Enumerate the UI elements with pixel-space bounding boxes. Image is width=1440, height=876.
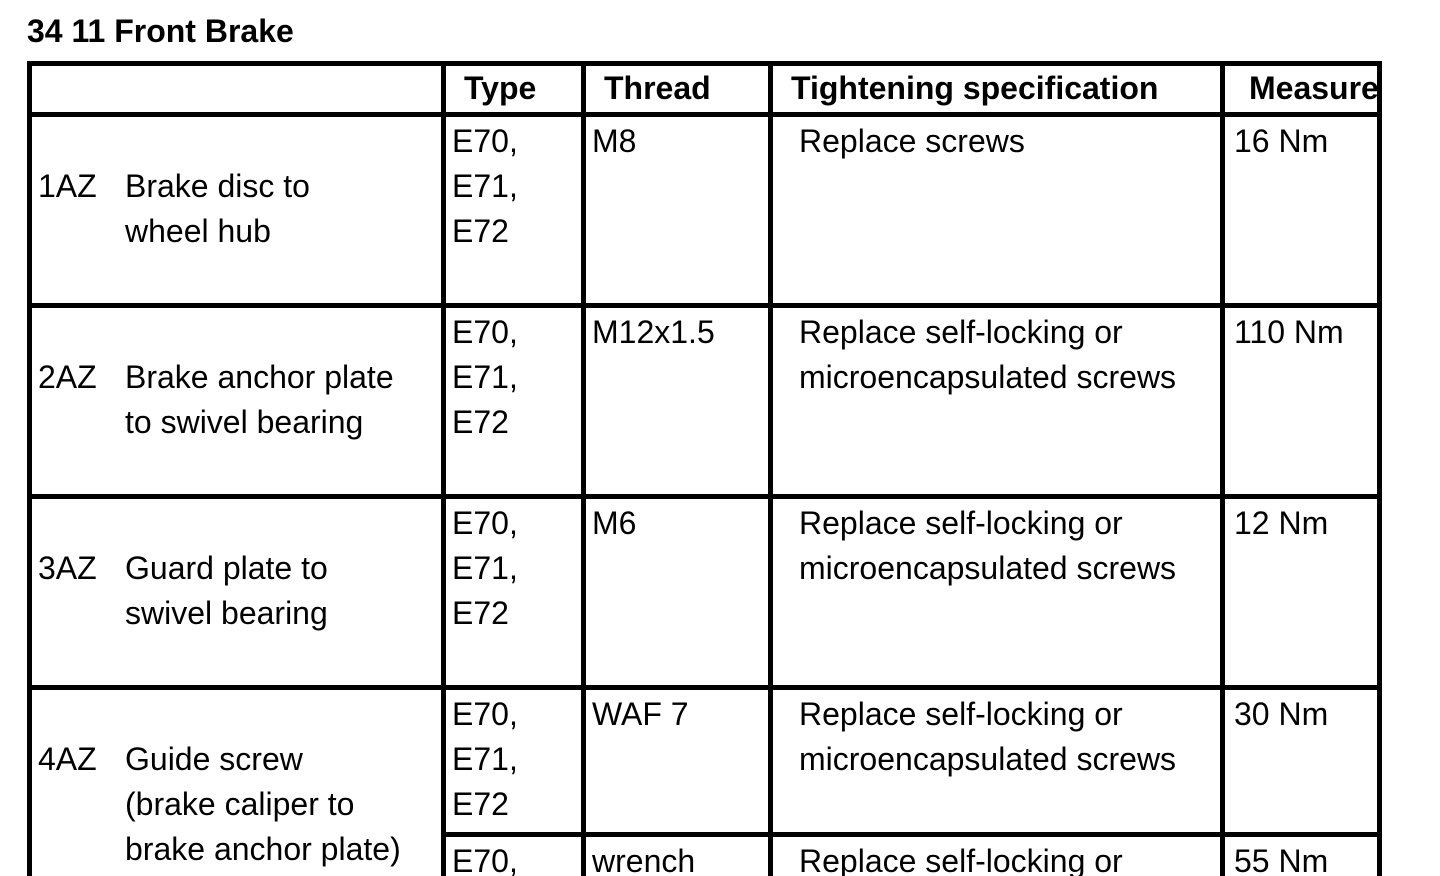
type-cell: E70, E71, E72: [441, 494, 586, 690]
thread-cell: M6: [581, 494, 773, 690]
item-wrap: 4AZ Guide screw (brake caliper to brake …: [38, 737, 437, 872]
spec-cell: Replace self-locking or microencapsulate…: [768, 303, 1225, 499]
thread-cell: wrench size 9 mm: [581, 832, 773, 876]
table-row-4az-continued: E70, E71, E72 wrench size 9 mm Replace s…: [30, 832, 1382, 876]
torque-spec-table: Type Thread Tightening specification Mea…: [27, 61, 1382, 876]
header-type: Type: [441, 61, 586, 117]
item-code: 3AZ: [38, 550, 97, 586]
type-cell: E70, E71, E72: [441, 832, 586, 876]
item-cell: 2AZ Brake anchor plate to swivel bearing: [27, 303, 446, 499]
type-cell: E70, E71, E72: [441, 112, 586, 308]
item-code: 2AZ: [38, 359, 97, 395]
spec-cell: Replace self-locking or microencapsulate…: [768, 832, 1225, 876]
type-cell: E70, E71, E72: [441, 685, 586, 837]
header-item: [27, 61, 446, 117]
item-description: Brake disc to wheel hub: [125, 168, 310, 249]
item-wrap: 2AZ Brake anchor plate to swivel bearing: [38, 355, 437, 445]
measure-cell: 16 Nm: [1220, 112, 1382, 308]
thread-cell: M8: [581, 112, 773, 308]
table-row-3az: 3AZ Guard plate to swivel bearing E70, E…: [27, 494, 1382, 690]
header-measure: Measure: [1220, 61, 1382, 117]
type-cell: E70, E71, E72: [441, 303, 586, 499]
spec-cell: Replace screws: [768, 112, 1225, 308]
item-description: Guard plate to swivel bearing: [125, 550, 328, 631]
item-description: Guide screw (brake caliper to brake anch…: [125, 741, 401, 867]
item-cell: 4AZ Guide screw (brake caliper to brake …: [27, 685, 446, 876]
item-wrap: 1AZ Brake disc to wheel hub: [38, 164, 437, 254]
measure-cell: 12 Nm: [1220, 494, 1382, 690]
measure-cell: 55 Nm: [1220, 832, 1382, 876]
item-code: 1AZ: [38, 168, 97, 204]
spec-cell: Replace self-locking or microencapsulate…: [768, 685, 1225, 837]
item-wrap: 3AZ Guard plate to swivel bearing: [38, 546, 437, 636]
spec-cell: Replace self-locking or microencapsulate…: [768, 494, 1225, 690]
measure-cell: 110 Nm: [1220, 303, 1382, 499]
measure-cell: 30 Nm: [1220, 685, 1382, 837]
table-row-4az: 4AZ Guide screw (brake caliper to brake …: [27, 685, 1382, 876]
thread-cell: WAF 7: [581, 685, 773, 837]
item-cell: 1AZ Brake disc to wheel hub: [27, 112, 446, 308]
header-tightening-specification: Tightening specification: [768, 61, 1225, 117]
header-thread: Thread: [581, 61, 773, 117]
table-row-2az: 2AZ Brake anchor plate to swivel bearing…: [27, 303, 1382, 499]
page-title: 34 11 Front Brake: [27, 13, 294, 49]
table-row-1az: 1AZ Brake disc to wheel hub E70, E71, E7…: [27, 112, 1382, 308]
item-code: 4AZ: [38, 741, 97, 777]
table-header-row: Type Thread Tightening specification Mea…: [27, 61, 1382, 117]
thread-cell: M12x1.5: [581, 303, 773, 499]
item-description: Brake anchor plate to swivel bearing: [125, 359, 394, 440]
item-cell: 3AZ Guard plate to swivel bearing: [27, 494, 446, 690]
